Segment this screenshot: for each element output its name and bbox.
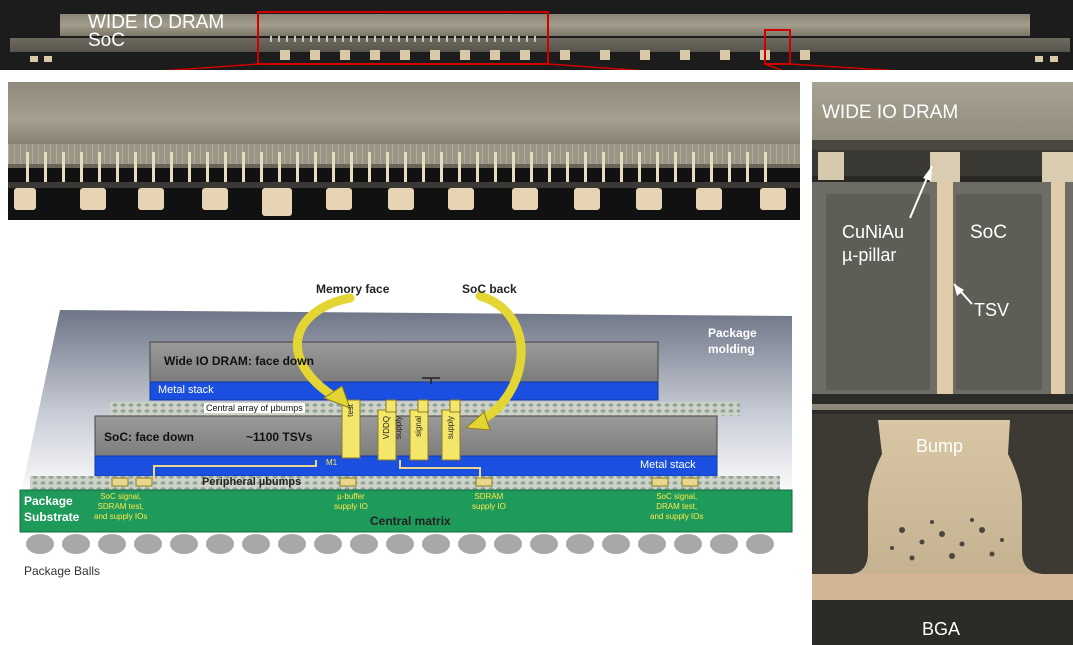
- left-zoom-micrograph: [8, 82, 800, 220]
- top-soc-label: SoC: [88, 30, 125, 51]
- metal-stack-top-label: Metal stack: [158, 384, 214, 396]
- metal-stack-bottom-label: Metal stack: [640, 459, 696, 471]
- io-left-line-2: SDRAM test,: [97, 502, 144, 511]
- package-schematic: Memory face SoC back Package molding Wid…: [0, 270, 800, 600]
- io-left-line-1: SoC signal,: [100, 492, 142, 501]
- soc-face-down-label: SoC: face down: [104, 430, 195, 444]
- io-right-label: SoC signal, DRAM test, and supply IOs: [650, 492, 703, 522]
- package-substrate: [19, 489, 793, 533]
- memory-face-label: Memory face: [316, 282, 390, 296]
- io-sdram-line-1: SDRAM: [474, 492, 504, 501]
- peripheral-ubump-layer: [30, 476, 780, 490]
- m1-label: M1: [326, 458, 338, 467]
- io-sdram-line-2: supply IO: [472, 502, 506, 511]
- io-right-line-3: and supply IOs: [650, 512, 704, 521]
- tsv-count-label: ~1100 TSVs: [246, 430, 313, 444]
- soc-back-arrow: [473, 291, 526, 427]
- tsv-label-test: test: [346, 404, 355, 417]
- right-zoom-graphic: [812, 82, 1073, 645]
- tsv-label-supply2: supply: [446, 416, 455, 440]
- package-balls: [26, 534, 774, 554]
- tsv-label: TSV: [974, 300, 1010, 320]
- package-substrate-label-1: Package: [24, 494, 73, 508]
- io-mid-line-1: µ-buffer: [337, 492, 365, 501]
- zoom-box-right: [764, 29, 791, 65]
- peripheral-ubumps-label: Peripheral µbumps: [202, 476, 302, 488]
- schematic-graphic: [19, 291, 793, 554]
- dram-face-down-label: Wide IO DRAM: face down: [164, 354, 314, 368]
- right-soc-label: SoC: [970, 222, 1007, 243]
- memory-face-arrow: [292, 293, 355, 403]
- package-substrate-label-2: Substrate: [24, 510, 80, 524]
- io-left-label: SoC signal, SDRAM test, and supply IOs: [94, 492, 147, 522]
- package-balls-label: Package Balls: [24, 564, 101, 578]
- tsv-pillars: [341, 399, 461, 461]
- io-right-line-1: SoC signal,: [656, 492, 698, 501]
- tsv-label-supply1: supply: [394, 416, 403, 440]
- tsv-label-vddq: VDDQ: [382, 416, 391, 440]
- central-matrix-label: Central matrix: [370, 514, 451, 528]
- package-molding-label-2: molding: [708, 342, 755, 356]
- pillar-label-line2: µ-pillar: [842, 245, 897, 265]
- soc-back-label: SoC back: [462, 282, 517, 296]
- bump-label: Bump: [916, 436, 964, 456]
- zoom-box-left: [257, 11, 549, 65]
- tsv-label-signal: signal: [414, 416, 423, 437]
- pillar-label-line1: CuNiAu: [842, 222, 905, 242]
- top-cross-section-strip: WIDE IO DRAM SoC: [0, 0, 1073, 70]
- io-mid-label: µ-buffer supply IO: [334, 492, 368, 512]
- top-dram-label: WIDE IO DRAM: [88, 12, 225, 33]
- bga-label: BGA: [922, 619, 961, 639]
- dram-metal-stack: [149, 381, 659, 401]
- io-mid-line-2: supply IO: [334, 502, 368, 511]
- dram-die: [149, 341, 659, 383]
- top-strip-graphic: [10, 11, 1070, 70]
- io-sdram-label: SDRAM supply IO: [472, 492, 506, 512]
- central-ubumps-label: Central array of µbumps: [204, 403, 305, 413]
- io-left-line-3: and supply IOs: [94, 512, 148, 521]
- left-zoom-graphic: [8, 82, 800, 216]
- io-right-line-2: DRAM test,: [656, 502, 698, 511]
- package-molding-label-1: Package: [708, 326, 757, 340]
- right-dram-label: WIDE IO DRAM: [822, 102, 959, 123]
- right-zoom-micrograph: WIDE IO DRAM CuNiAu µ-pillar SoC TSV Bum…: [812, 82, 1073, 645]
